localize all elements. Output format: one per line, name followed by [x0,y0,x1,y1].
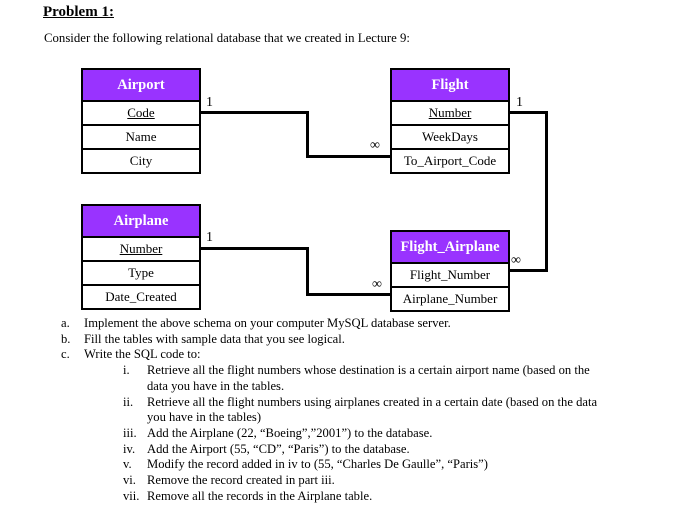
entity-header-flight: Flight [392,70,508,100]
field-row-airplane-number: Airplane_Number [392,286,508,310]
relationship-line-airport-flight [306,155,392,158]
entity-header-airplane: Airplane [83,206,199,236]
list-marker: c. [61,347,70,362]
relationship-line-airplane-flightairplane [306,247,309,296]
list-item-text: Add the Airport (55, “CD”, “Paris”) to t… [147,441,410,456]
list-subitem-iii: iii. Add the Airplane (22, “Boeing”,”200… [123,426,680,442]
field-row-city: City [83,148,199,172]
list-subitem-ii: ii. Retrieve all the flight numbers usin… [123,395,680,426]
relationship-line-flight-flightairplane [508,269,548,272]
list-subitem-vi: vi. Remove the record created in part ii… [123,473,680,489]
cardinality-one-airplane: 1 [206,230,213,245]
field-row-code: Code [83,100,199,124]
list-item-text: Remove the record created in part iii. [147,473,335,488]
relationship-line-airport-flight [306,111,309,158]
entity-table-airport: Airport Code Name City [81,68,201,174]
field-row-type: Type [83,260,199,284]
entity-table-airplane: Airplane Number Type Date_Created [81,204,201,310]
list-item-text: Implement the above schema on your compu… [84,316,451,330]
field-row-number: Number [83,236,199,260]
list-marker: a. [61,316,70,330]
list-item-text: Retrieve all the flight numbers using ai… [147,394,598,425]
intro-text: Consider the following relational databa… [44,31,410,45]
list-item-a: a. Implement the above schema on your co… [61,316,680,332]
task-list: a. Implement the above schema on your co… [0,316,680,504]
cardinality-one-flight: 1 [516,95,523,110]
list-item-text: Retrieve all the flight numbers whose de… [147,363,590,393]
list-item-c: c. Write the SQL code to: [61,347,680,363]
list-item-text: Write the SQL code to: [84,347,201,362]
entity-table-flight-airplane: Flight_Airplane Flight_Number Airplane_N… [390,230,510,312]
list-item-text: Fill the tables with sample data that yo… [84,331,345,346]
list-item-text: Modify the record added in iv to (55, “C… [147,457,488,472]
relationship-line-airplane-flightairplane [306,293,392,296]
relationship-line-airplane-flightairplane [199,247,309,250]
list-item-text: Add the Airplane (22, “Boeing”,”2001”) t… [147,425,433,440]
field-row-number: Number [392,100,508,124]
list-subitem-iv: iv. Add the Airport (55, “CD”, “Paris”) … [123,442,680,458]
list-subitem-i: i. Retrieve all the flight numbers whose… [123,363,680,394]
list-marker: vi. [123,473,136,488]
cardinality-many-flight: ∞ [370,138,380,153]
list-item-text: Remove all the records in the Airplane t… [147,488,373,503]
field-row-name: Name [83,124,199,148]
list-item-b: b. Fill the tables with sample data that… [61,332,680,348]
list-marker: v. [123,457,132,472]
list-marker: iv. [123,441,136,456]
field-row-weekdays: WeekDays [392,124,508,148]
entity-table-flight: Flight Number WeekDays To_Airport_Code [390,68,510,174]
list-marker: ii. [123,394,134,409]
relationship-line-airport-flight [199,111,309,114]
list-marker: b. [61,331,71,346]
relationship-line-flight-flightairplane [508,111,548,114]
field-row-flight-number: Flight_Number [392,262,508,286]
list-subitem-v: v. Modify the record added in iv to (55,… [123,457,680,473]
field-row-to-airport-code: To_Airport_Code [392,148,508,172]
cardinality-many-flightairplane: ∞ [511,253,521,268]
list-marker: i. [123,363,130,378]
list-marker: iii. [123,425,137,440]
relationship-line-flight-flightairplane [545,111,548,272]
entity-header-flight-airplane: Flight_Airplane [392,232,508,262]
field-row-date-created: Date_Created [83,284,199,308]
entity-header-airport: Airport [83,70,199,100]
list-subitem-vii: vii. Remove all the records in the Airpl… [123,489,680,505]
cardinality-many-flightairplane: ∞ [372,277,382,292]
cardinality-one-airport: 1 [206,95,213,110]
list-marker: vii. [123,488,140,503]
page-title: Problem 1: [43,4,114,20]
